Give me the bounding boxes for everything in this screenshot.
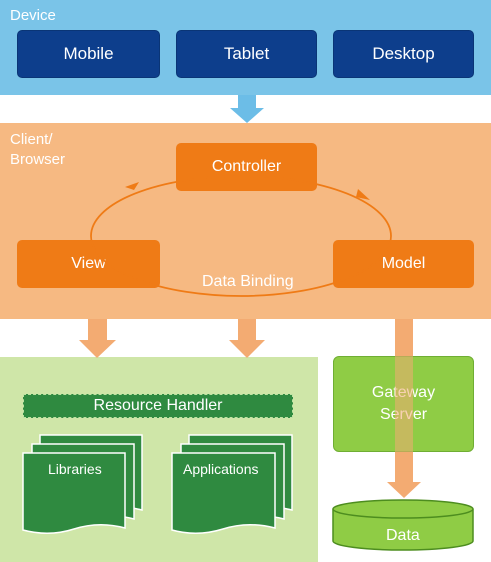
- view-down-arrow: [79, 319, 116, 358]
- model-box[interactable]: Model: [333, 240, 474, 288]
- mobile-button[interactable]: Mobile: [17, 30, 160, 78]
- device-label: Device: [10, 7, 56, 24]
- applications-document-stack: [171, 434, 293, 534]
- desktop-button[interactable]: Desktop: [333, 30, 474, 78]
- client-label-line2: Browser: [10, 151, 66, 168]
- resource-handler-label: Resource Handler: [93, 397, 223, 414]
- tablet-button[interactable]: Tablet: [176, 30, 317, 78]
- applications-label: Applications: [183, 461, 259, 477]
- gateway-label-line1: Gateway: [371, 384, 436, 401]
- resource-handler-bar[interactable]: Resource Handler: [23, 394, 293, 418]
- view-box[interactable]: View: [17, 240, 160, 288]
- data-binding-label: Data Binding: [202, 273, 294, 290]
- libraries-label: Libraries: [48, 461, 102, 477]
- device-down-arrow: [230, 95, 264, 123]
- data-cylinder: [332, 499, 474, 551]
- data-label: Data: [386, 527, 420, 544]
- client-label: Client/ Browser: [10, 130, 65, 170]
- gateway-label-line2: Server: [379, 406, 428, 423]
- libraries-document-stack: [22, 434, 143, 534]
- gateway-server-box[interactable]: Gateway Server: [333, 356, 474, 452]
- binding-down-arrow: [229, 319, 265, 358]
- client-label-line1: Client/: [10, 131, 53, 148]
- controller-box[interactable]: Controller: [176, 143, 317, 191]
